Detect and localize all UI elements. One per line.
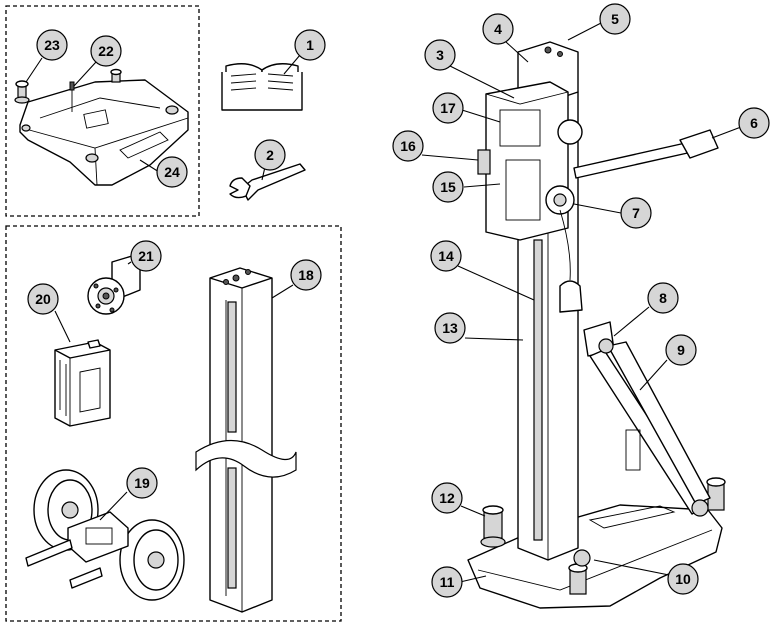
callout-18: 18 <box>290 259 322 291</box>
callout-11-label: 11 <box>440 574 455 590</box>
base-plate-drawing <box>14 68 189 186</box>
wrench-icon <box>229 163 306 201</box>
callout-19: 19 <box>126 467 158 499</box>
callout-8-label: 8 <box>659 290 667 306</box>
callout-21-label: 21 <box>138 248 154 264</box>
callout-3-label: 3 <box>436 47 444 63</box>
callout-16: 16 <box>392 130 424 162</box>
callout-9-label: 9 <box>677 342 685 358</box>
callout-24-label: 24 <box>164 164 180 180</box>
callouts: 1 2 3 4 5 6 7 8 9 10 11 12 13 14 15 16 1… <box>27 3 770 598</box>
callout-15: 15 <box>432 171 464 203</box>
callout-14: 14 <box>430 240 462 272</box>
callout-5-label: 5 <box>611 11 619 27</box>
callout-21: 21 <box>130 240 162 272</box>
callout-4-label: 4 <box>494 21 502 37</box>
manual-book-icon <box>221 63 303 111</box>
callout-24: 24 <box>156 156 188 188</box>
callout-19-label: 19 <box>134 475 150 491</box>
callout-17: 17 <box>432 92 464 124</box>
callout-23: 23 <box>36 29 68 61</box>
drill-stand-drawing <box>467 41 726 609</box>
callout-22-label: 22 <box>98 43 114 59</box>
callout-7: 7 <box>620 197 652 229</box>
callout-13-label: 13 <box>442 320 458 336</box>
callout-12: 12 <box>431 482 463 514</box>
callout-22: 22 <box>90 35 122 67</box>
callout-14-label: 14 <box>438 248 454 264</box>
callout-20-label: 20 <box>35 291 51 307</box>
callout-7-label: 7 <box>632 205 640 221</box>
callout-10: 10 <box>667 563 699 595</box>
callout-1-label: 1 <box>306 37 314 53</box>
callout-2-label: 2 <box>266 147 274 163</box>
callout-6: 6 <box>738 107 770 139</box>
accessories-group-frame <box>5 225 342 622</box>
callout-13: 13 <box>434 312 466 344</box>
callout-9: 9 <box>665 334 697 366</box>
callout-3: 3 <box>424 39 456 71</box>
callout-2: 2 <box>254 139 286 171</box>
callout-16-label: 16 <box>400 138 416 154</box>
callout-5: 5 <box>599 3 631 35</box>
callout-17-label: 17 <box>440 100 456 116</box>
callout-6-label: 6 <box>750 115 758 131</box>
gear-adapter-drawing <box>87 255 141 315</box>
callout-10-label: 10 <box>675 571 691 587</box>
callout-15-label: 15 <box>440 179 456 195</box>
leader-lines <box>25 21 742 583</box>
callout-23-label: 23 <box>44 37 60 53</box>
trolley-drawing <box>25 469 185 601</box>
callout-12-label: 12 <box>439 490 455 506</box>
callout-8: 8 <box>647 282 679 314</box>
callout-20: 20 <box>27 283 59 315</box>
callout-4: 4 <box>482 13 514 45</box>
callout-1: 1 <box>294 29 326 61</box>
clamp-block-drawing <box>54 339 111 427</box>
base-plate-group-frame <box>5 5 200 217</box>
column-drawing <box>195 267 297 613</box>
callout-18-label: 18 <box>298 267 314 283</box>
callout-11: 11 <box>431 566 463 598</box>
